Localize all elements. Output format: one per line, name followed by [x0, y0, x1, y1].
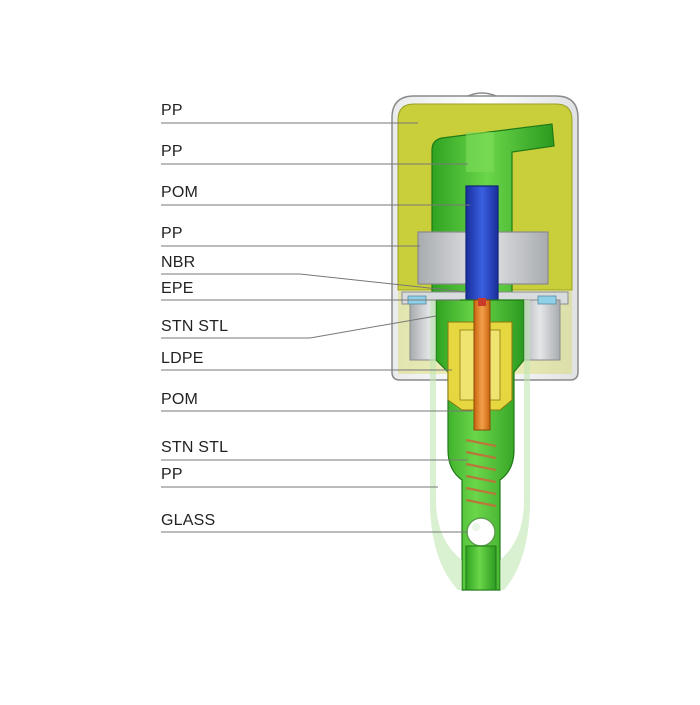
label-pom-2: POM [161, 391, 199, 408]
leader-nbr [161, 273, 467, 293]
label-nbr: NBR [161, 254, 196, 271]
label-glass: GLASS [161, 512, 216, 529]
leader-stn-stl-1 [161, 315, 437, 339]
label-pp-3: PP [161, 225, 183, 242]
spring [465, 438, 497, 508]
label-stn-stl-1: STN STL [161, 318, 229, 335]
label-pp-2: PP [161, 143, 183, 160]
piston-core [473, 298, 491, 431]
label-pp-4: PP [161, 466, 183, 483]
label-stn-stl-2: STN STL [161, 439, 229, 456]
label-epe: EPE [161, 280, 194, 297]
glass-ball [466, 517, 496, 547]
label-ldpe: LDPE [161, 350, 204, 367]
leader-lines [161, 122, 472, 533]
stem [465, 185, 499, 301]
label-pom-1: POM [161, 184, 199, 201]
dip-tube [465, 545, 497, 591]
label-pp-1: PP [161, 102, 183, 119]
